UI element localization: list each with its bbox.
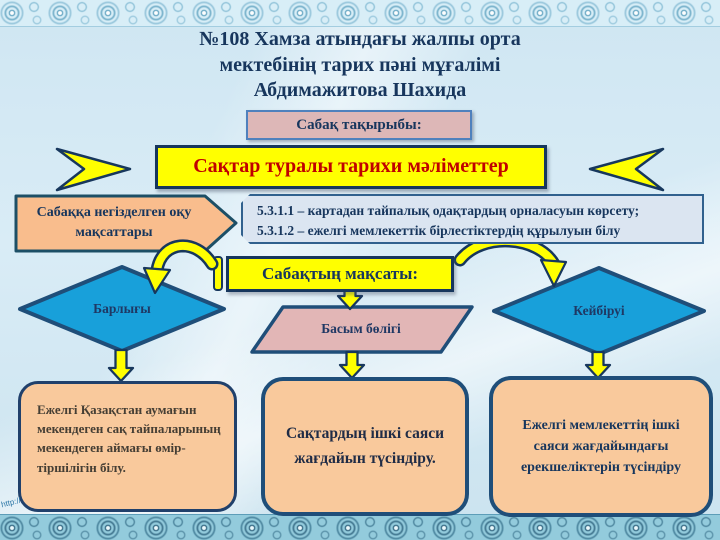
outcome-all-text: Ежелгі Қазақстан аумағын мекендеген сақ … — [37, 402, 221, 475]
audience-all-label: Барлығы — [93, 301, 151, 316]
outcome-box-all: Ежелгі Қазақстан аумағын мекендеген сақ … — [18, 381, 237, 512]
down-arrow-most-outcome-icon — [338, 350, 366, 380]
outcome-box-some: Ежелгі мемлекеттің ішкі саяси жағдайында… — [489, 376, 713, 517]
audience-most-label: Басым бөлігі — [321, 321, 401, 336]
audience-all-diamond — [18, 265, 226, 353]
ornament-border-top — [0, 0, 720, 27]
banner-title: Сақтар туралы тарихи мәліметтер — [193, 155, 509, 177]
outcome-most-text: Сақтардың ішкі саяси жағдайын түсіндіру. — [285, 425, 445, 467]
banner-right-tail-icon — [588, 147, 665, 192]
topic-banner: Сақтар туралы тарихи мәліметтер — [155, 145, 547, 189]
slide-title: №108 Хамза атындағы жалпы орта мектебіні… — [199, 28, 521, 102]
down-arrow-some-outcome-icon — [584, 350, 612, 380]
banner-left-tail-icon — [55, 147, 132, 192]
objectives-pentagon-shape — [14, 194, 238, 253]
objectives-arrow-label: Сабаққа негізделген оқу мақсаттары — [36, 204, 192, 240]
down-arrow-all-outcome-icon — [107, 348, 135, 383]
objectives-box: 5.3.1.1 – картадан тайпалық одақтардың о… — [241, 194, 704, 244]
curved-down-arrow-left-icon — [142, 239, 219, 295]
objectives-text: 5.3.1.1 – картадан тайпалық одақтардың о… — [257, 203, 640, 239]
audience-some-label: Кейбіруі — [573, 303, 625, 318]
topic-label-box: Сабақ тақырыбы: — [246, 110, 472, 140]
ornament-border-bottom — [0, 514, 720, 540]
curved-down-arrow-right-icon — [453, 234, 568, 288]
outcome-some-text: Ежелгі мемлекеттің ішкі саяси жағдайында… — [520, 418, 682, 475]
goal-label: Сабақтың мақсаты: — [261, 264, 419, 283]
outcome-box-most: Сақтардың ішкі саяси жағдайын түсіндіру. — [261, 377, 469, 516]
audience-some-diamond — [492, 266, 706, 356]
audience-most-parallelogram — [250, 305, 474, 354]
goal-box: Сабақтың мақсаты: — [226, 256, 454, 292]
topic-label: Сабақ тақырыбы: — [296, 117, 422, 133]
